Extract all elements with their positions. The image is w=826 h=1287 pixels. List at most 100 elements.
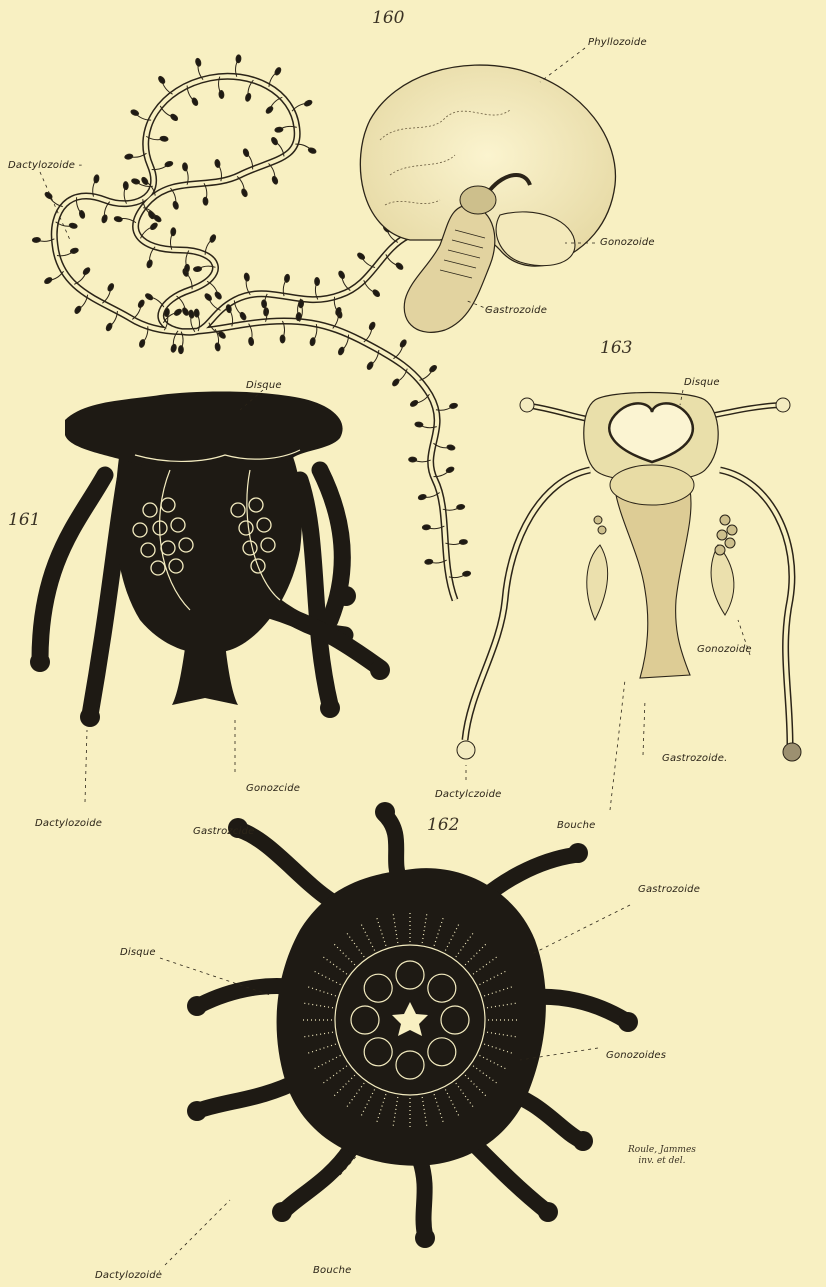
dactylozoid-bud xyxy=(239,311,247,320)
dactylozoid-bud xyxy=(215,343,221,352)
fig160-label-gonozoide: Gonozoide xyxy=(600,237,655,248)
dactylozoid-bud xyxy=(82,267,91,276)
dactylozoid-bud xyxy=(124,154,133,160)
dactylozoid-bud xyxy=(32,237,40,242)
dactylozoid-bud xyxy=(242,148,249,157)
dactylozoid-bud xyxy=(147,210,155,219)
dactylozoid-bud xyxy=(280,335,285,343)
dactylozoid-bud xyxy=(164,161,173,168)
dactylozoid-bud xyxy=(399,339,407,348)
dactylozoid-bud xyxy=(44,276,53,284)
signature-line-1: Roule, Jammes xyxy=(628,1145,696,1156)
dactylozoid-bud xyxy=(418,494,427,501)
fig163-gonozoid-left xyxy=(587,545,608,620)
fig163-gonozoid-right xyxy=(711,545,734,615)
dactylozoid-bud xyxy=(182,163,188,171)
dactylozoid-bud xyxy=(171,228,176,236)
dactylozoid-bud xyxy=(366,361,374,370)
dactylozoid-bud xyxy=(309,337,315,346)
dactylozoid-bud xyxy=(244,273,250,282)
dactylozoid-bud xyxy=(69,223,78,229)
dactylozoid-bud xyxy=(157,75,166,84)
dactylozoid-bud xyxy=(204,293,213,302)
fig160-number: 160 xyxy=(372,8,404,28)
fig160-label-phyllozoide: Phyllozoide xyxy=(588,37,647,48)
dactylozoid-bud xyxy=(178,346,183,354)
signature-line-2: inv. et del. xyxy=(628,1156,696,1167)
dactylozoid-bud xyxy=(141,176,150,185)
artist-signature: Roule, Jammes inv. et del. xyxy=(628,1145,696,1167)
dactylozoid-bud xyxy=(409,399,418,407)
dactylozoid-bud xyxy=(214,291,223,300)
dactylozoid-bud xyxy=(449,403,458,409)
dactylozoid-bud xyxy=(193,266,201,272)
dactylozoid-bud xyxy=(265,105,274,114)
dactylozoid-bud xyxy=(304,99,313,107)
dactylozoid-bud xyxy=(245,93,252,102)
dactylozoid-bud xyxy=(172,201,179,210)
dactylozoid-bud xyxy=(241,188,249,197)
fig162-label-disque: Disque xyxy=(120,947,156,958)
fig163-label-gastrozoide: Gastrozoide. xyxy=(662,753,727,764)
fig161-drawing xyxy=(30,392,390,727)
dactylozoid-bud xyxy=(391,378,400,387)
dactylozoid-bud xyxy=(146,259,153,268)
fig163-label-dactylozoide: Dactylczoide xyxy=(435,789,502,800)
fig162-drawing xyxy=(187,802,638,1248)
dactylozoid-bud xyxy=(214,159,220,168)
fig162-number: 162 xyxy=(427,815,459,835)
dactylozoid-bud xyxy=(107,283,115,292)
dactylozoid-bud xyxy=(181,307,189,316)
dactylozoid-bud xyxy=(338,270,346,279)
dactylozoid-bud xyxy=(203,197,208,205)
dactylozoid-bud xyxy=(275,127,284,133)
fig163-label-gonozoide: Gonozoide xyxy=(697,644,752,655)
dactylozoid-bud xyxy=(209,234,217,243)
fig161-number: 161 xyxy=(8,510,40,530)
dactylozoid-bud xyxy=(101,214,108,223)
fig163-drawing xyxy=(457,393,801,762)
fig162-label-dactylozoide: Dactylozoidė xyxy=(95,1270,162,1281)
dactylozoid-bud xyxy=(271,176,278,185)
dactylozoid-bud xyxy=(139,339,146,348)
dactylozoid-bud xyxy=(456,504,465,510)
dactylozoid-bud xyxy=(70,247,79,254)
fig163-label-disque: Disque xyxy=(684,377,720,388)
fig161-label-disque: Disque xyxy=(246,380,282,391)
dactylozoid-bud xyxy=(274,67,282,76)
dactylozoid-bud xyxy=(164,308,170,317)
dactylozoid-bud xyxy=(137,299,145,308)
fig161-label-gastrozoide: Gastrozcide xyxy=(193,826,254,837)
dactylozoid-bud xyxy=(160,136,169,142)
dactylozoid-bud xyxy=(236,55,242,63)
dactylozoid-bud xyxy=(298,300,304,308)
dactylozoid-bud xyxy=(425,559,433,565)
fig160-label-gastrozoide: Gastrozoide xyxy=(485,305,547,316)
dactylozoid-bud xyxy=(284,274,290,283)
dactylozoid-bud xyxy=(195,58,202,67)
dactylozoid-bud xyxy=(422,525,430,530)
dactylozoid-bud xyxy=(144,292,153,301)
dactylozoid-bud xyxy=(446,466,455,474)
fig163-tentacle-tip-right xyxy=(783,743,801,761)
dactylozoid-bud xyxy=(105,322,113,331)
dactylozoid-bud xyxy=(356,252,365,261)
dactylozoid-bud xyxy=(74,305,82,314)
dactylozoid-bud xyxy=(123,182,128,190)
dactylozoid-bud xyxy=(248,337,254,346)
dactylozoid-bud xyxy=(446,444,455,451)
dactylozoid-bud xyxy=(191,97,199,106)
dactylozoid-bud xyxy=(131,178,140,185)
dactylozoid-bud xyxy=(409,457,417,462)
dactylozoid-bud xyxy=(173,308,182,317)
fig162-label-gonozoides: Gonozoides xyxy=(606,1050,666,1061)
dactylozoid-bud xyxy=(415,422,424,428)
fig160-label-dactylozoide: Dactylozoide - xyxy=(8,160,82,171)
dactylozoid-bud xyxy=(170,344,177,353)
dactylozoid-bud xyxy=(188,310,194,319)
dactylozoid-bud xyxy=(428,364,437,373)
fig163-tentacle-tip-left xyxy=(457,741,475,759)
dactylozoid-bud xyxy=(337,346,345,355)
fig163-number: 163 xyxy=(600,338,632,358)
dactylozoid-bud xyxy=(130,109,139,117)
